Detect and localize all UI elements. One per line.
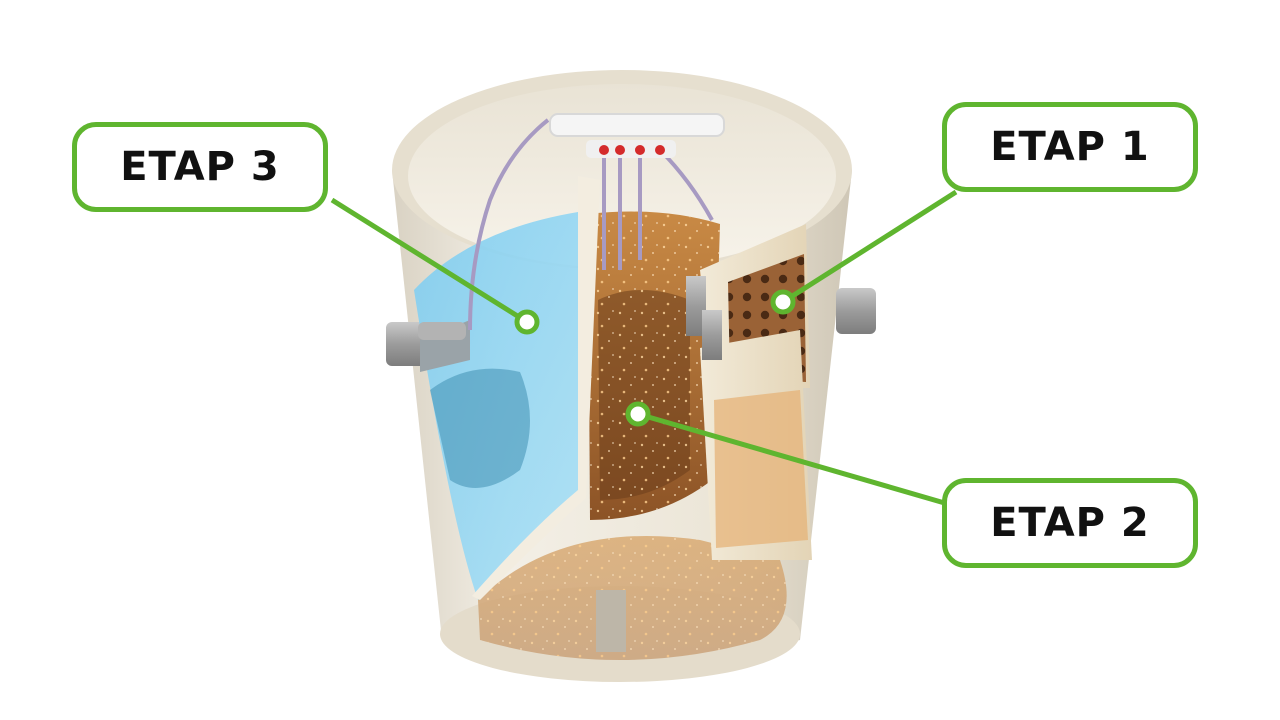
label-etap-2: ETAP 2 bbox=[942, 478, 1198, 568]
callout-etap2 bbox=[625, 401, 949, 507]
stage1-filter-compartment bbox=[700, 224, 812, 560]
callout-dot-etap3 bbox=[514, 309, 540, 335]
inlet-pipe-right bbox=[836, 288, 876, 334]
stage2-sludge-compartment bbox=[588, 211, 720, 521]
label-etap-1: ETAP 1 bbox=[942, 102, 1198, 192]
callout-dot-etap2 bbox=[625, 401, 651, 427]
air-manifold bbox=[549, 113, 725, 158]
tank-bottom-liquid bbox=[478, 536, 787, 660]
callout-etap3 bbox=[330, 197, 540, 335]
label-etap-3: ETAP 3 bbox=[72, 122, 328, 212]
divider-wall bbox=[472, 176, 600, 600]
callout-dot-etap1 bbox=[770, 289, 796, 315]
callout-etap1 bbox=[770, 189, 958, 315]
stage3-water-compartment bbox=[414, 212, 582, 600]
